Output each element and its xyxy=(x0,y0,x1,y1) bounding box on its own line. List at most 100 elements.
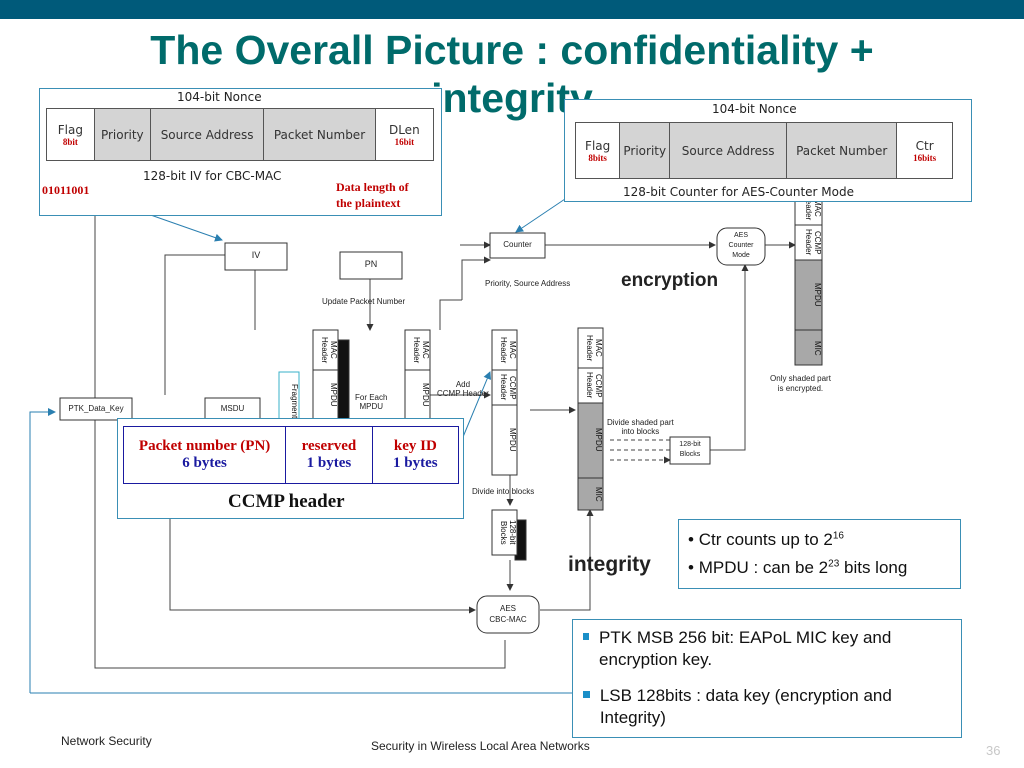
bullet-square-icon xyxy=(583,633,590,640)
page-title: The Overall Picture : confidentiality + xyxy=(150,27,874,73)
col5-ccmp-label: CCMP Header xyxy=(804,229,822,256)
line-ptk-to-cbc xyxy=(164,254,225,395)
right-priority-cell: Priority xyxy=(619,122,671,179)
left-flag-size: 8bit xyxy=(62,136,78,147)
left-nonce-heading: 104-bit Nonce xyxy=(177,90,262,104)
integrity-label: integrity xyxy=(568,553,651,576)
left-source-cell: Source Address xyxy=(149,108,265,161)
right-ctr-size: 16bits xyxy=(913,152,937,163)
col5-mpdu-label: MPDU xyxy=(813,283,822,307)
blocks-v-label: 128-bit Blocks xyxy=(499,520,517,545)
iv-box xyxy=(224,242,288,271)
pn-label: PN xyxy=(364,259,378,269)
ptk-box xyxy=(59,397,133,421)
ctr-callout: 104-bit Nonce Flag 8bits Priority Source… xyxy=(564,99,972,202)
col3-mpdu xyxy=(491,404,518,476)
col4-mic-label: MIC xyxy=(594,486,603,502)
col5-ccmp xyxy=(794,224,823,261)
aes-counter-box xyxy=(716,227,766,266)
left-flag-cell: Flag 8bit xyxy=(46,108,95,161)
divide-blocks-label: Divide into blocks xyxy=(472,487,535,496)
right-source-cell: Source Address xyxy=(669,122,788,179)
pointer-counter xyxy=(515,196,569,233)
ctr-mpdu-note: • Ctr counts up to 216 • MPDU : can be 2… xyxy=(678,519,961,589)
dlen-note: Data length of the plaintext xyxy=(336,180,409,210)
mpdu-note-line: • MPDU : can be 223 bits long xyxy=(688,558,908,577)
iv-label: IV xyxy=(251,250,261,260)
col2-mac-label: MAC Header xyxy=(412,336,430,364)
ptk-note-item-2: LSB 128bits : data key (encryption and I… xyxy=(583,685,953,729)
right-ctr-cell: Ctr 16bits xyxy=(896,122,953,179)
col2-mac xyxy=(404,329,431,371)
col3-ccmp xyxy=(491,369,518,406)
fragment-label: Fragment xyxy=(290,383,299,419)
pointer-ptk xyxy=(29,408,56,693)
col5-mic-label: MIC xyxy=(813,340,822,356)
blocks-box xyxy=(669,436,711,465)
col4-mic xyxy=(577,477,604,511)
footer-center: Security in Wireless Local Area Networks xyxy=(371,739,590,753)
ctr-note-line: • Ctr counts up to 216 xyxy=(688,530,844,549)
left-priority-cell: Priority xyxy=(93,108,151,161)
left-nonce-table: Flag 8bit Priority Source Address Packet… xyxy=(46,108,435,161)
footer-left: Network Security xyxy=(61,734,152,748)
priority-source-label: Priority, Source Address xyxy=(485,279,571,288)
blocks-v xyxy=(491,509,518,556)
col4-mpdu xyxy=(577,402,604,479)
left-dlen-size: 16bit xyxy=(394,136,415,147)
right-pn-cell: Packet Number xyxy=(786,122,898,179)
col4-ccmp xyxy=(577,367,604,404)
line-shaded-dashed xyxy=(610,439,670,460)
right-nonce-heading: 104-bit Nonce xyxy=(712,102,797,116)
left-nonce-caption: 128-bit IV for CBC-MAC xyxy=(143,169,282,183)
col1-shadow xyxy=(337,339,350,421)
col1-mac-label: MAC Header xyxy=(320,336,338,364)
ccmp-header-table: Packet number (PN) 6 bytes reserved 1 by… xyxy=(122,426,460,484)
col3-mac-label: MAC Header xyxy=(499,336,517,364)
ccmp-pn-cell: Packet number (PN) 6 bytes xyxy=(122,426,287,484)
col1-mac xyxy=(312,329,339,371)
col1-mpdu xyxy=(312,369,339,421)
col3-mac xyxy=(491,329,518,371)
left-pn-cell: Packet Number xyxy=(263,108,376,161)
ccmp-keyid-cell: key ID 1 bytes xyxy=(371,426,460,484)
aes-cbc-box xyxy=(476,595,540,634)
col4-mpdu-label: MPDU xyxy=(594,428,603,452)
msdu-label: MSDU xyxy=(220,404,245,413)
line-blocks-aes xyxy=(710,264,749,451)
counter-label: Counter xyxy=(503,240,532,249)
col4-mac-label: MAC Header xyxy=(585,334,603,362)
pn-box xyxy=(339,251,403,280)
right-flag-cell: Flag 8bits xyxy=(574,122,621,179)
ptk-note-item-1: PTK MSB 256 bit: EAPoL MIC key and encry… xyxy=(583,627,953,671)
col5-mpdu xyxy=(794,259,823,331)
col3-ccmp-label: CCMP Header xyxy=(499,374,517,401)
cbc-iv-callout: 104-bit Nonce Flag 8bit Priority Source … xyxy=(39,88,442,216)
col4-ccmp-label: CCMP Header xyxy=(585,372,603,399)
col1-mpdu-label: MPDU xyxy=(329,383,338,407)
col3-mpdu-label: MPDU xyxy=(508,428,517,452)
pointer-iv xyxy=(144,212,223,242)
ptk-note: PTK MSB 256 bit: EAPoL MIC key and encry… xyxy=(572,619,962,738)
flag-value: 01011001 xyxy=(42,183,90,197)
counter-box xyxy=(489,232,546,259)
bullet-square-icon xyxy=(583,691,590,698)
ptk-label: PTK_Data_Key xyxy=(68,404,124,413)
right-nonce-caption: 128-bit Counter for AES-Counter Mode xyxy=(623,185,854,199)
page-number: 36 xyxy=(986,743,1001,758)
ccmp-header-caption: CCMP header xyxy=(228,491,345,512)
loop-line-left xyxy=(94,215,506,669)
col5-mac-label: MAC Header xyxy=(804,194,822,221)
ccmp-reserved-cell: reserved 1 bytes xyxy=(285,426,373,484)
line-cbc-mic xyxy=(540,509,594,611)
right-flag-size: 8bits xyxy=(588,152,607,163)
right-nonce-table: Flag 8bits Priority Source Address Packe… xyxy=(574,122,953,179)
